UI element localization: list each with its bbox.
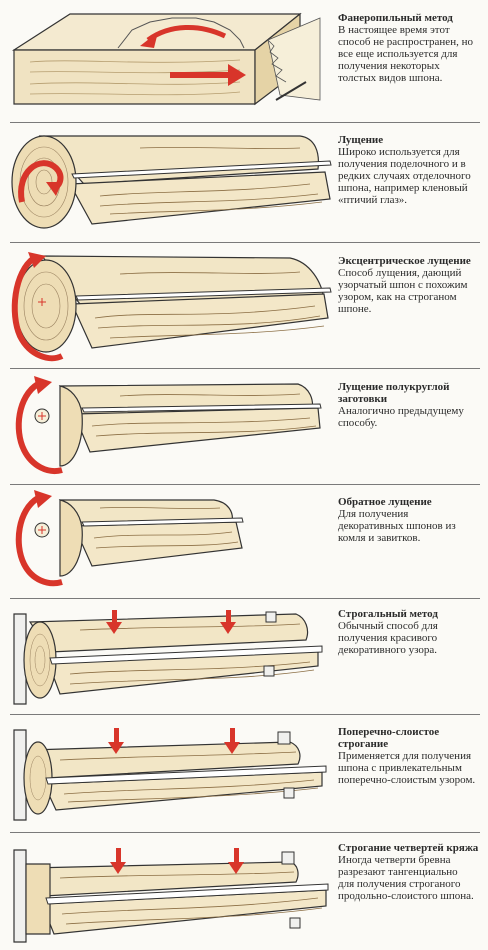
section-quarter-slicing: Строгание четвертей кряжа Иногда четверт…	[0, 834, 488, 950]
section-title: Обратное лущение	[338, 496, 432, 508]
section-title: Лущение	[338, 134, 384, 146]
section-text: Эксцентрическое лущение Способ лущения, …	[338, 255, 484, 315]
section-half-round-cutting: Лущение полукруглой заготовки Аналогично…	[0, 370, 488, 482]
section-text: Строгание четвертей кряжа Иногда четверт…	[338, 842, 484, 902]
section-divider	[10, 598, 480, 599]
section-text: Строгальный метод Обычный способ для пол…	[338, 608, 484, 656]
quarter-slicing-illustration	[13, 848, 329, 943]
rotary-cutting-illustration	[11, 135, 332, 229]
section-title: Строгальный метод	[338, 608, 438, 620]
section-title: Фанеропильный метод	[338, 12, 453, 24]
section-crown-slicing: Поперечно-слоистое строгание Применяется…	[0, 716, 488, 830]
flat-slicing-illustration	[13, 610, 323, 705]
section-back-cutting: Обратное лущение Для получения декоратив…	[0, 486, 488, 596]
section-body: В настоящее время этот способ не распрос…	[338, 24, 473, 84]
half-round-illustration	[15, 376, 322, 474]
section-divider	[10, 484, 480, 485]
section-text: Фанеропильный метод В настоящее время эт…	[338, 12, 484, 84]
section-divider	[10, 122, 480, 123]
section-divider	[10, 368, 480, 369]
section-text: Обратное лущение Для получения декоратив…	[338, 496, 484, 544]
section-body: Применяется для получения шпона с привле…	[338, 750, 476, 786]
section-flat-slicing: Строгальный метод Обычный способ для пол…	[0, 600, 488, 712]
section-veneer-sawing: Фанеропильный метод В настоящее время эт…	[0, 0, 488, 118]
eccentric-cutting-illustration	[11, 252, 332, 362]
crown-slicing-illustration	[13, 728, 327, 821]
section-body: Для получения декоративных шпонов из ком…	[338, 508, 456, 544]
section-body: Аналогично предыдущему способу.	[338, 405, 464, 429]
back-cutting-illustration	[15, 490, 244, 587]
section-eccentric-cutting: Эксцентрическое лущение Способ лущения, …	[0, 244, 488, 366]
section-body: Иногда четверти бревна разрезают тангенц…	[338, 854, 474, 902]
section-title: Эксцентрическое лущение	[338, 255, 471, 267]
section-divider	[10, 242, 480, 243]
section-title: Строгание четвертей кряжа	[338, 842, 479, 854]
section-text: Лущение Широко используется для получени…	[338, 134, 484, 206]
veneer-saw-illustration	[11, 12, 321, 106]
section-rotary-cutting: Лущение Широко используется для получени…	[0, 124, 488, 239]
section-divider	[10, 714, 480, 715]
section-divider	[10, 832, 480, 833]
section-text: Лущение полукруглой заготовки Аналогично…	[338, 381, 484, 429]
section-title: Лущение полукруглой заготовки	[338, 381, 450, 405]
section-body: Способ лущения, дающий узорчатый шпон с …	[338, 267, 468, 315]
section-text: Поперечно-слоистое строгание Применяется…	[338, 726, 484, 786]
section-body: Широко используется для получения подело…	[338, 146, 471, 206]
section-title: Поперечно-слоистое строгание	[338, 726, 440, 750]
section-body: Обычный способ для получения красивого д…	[338, 620, 438, 656]
